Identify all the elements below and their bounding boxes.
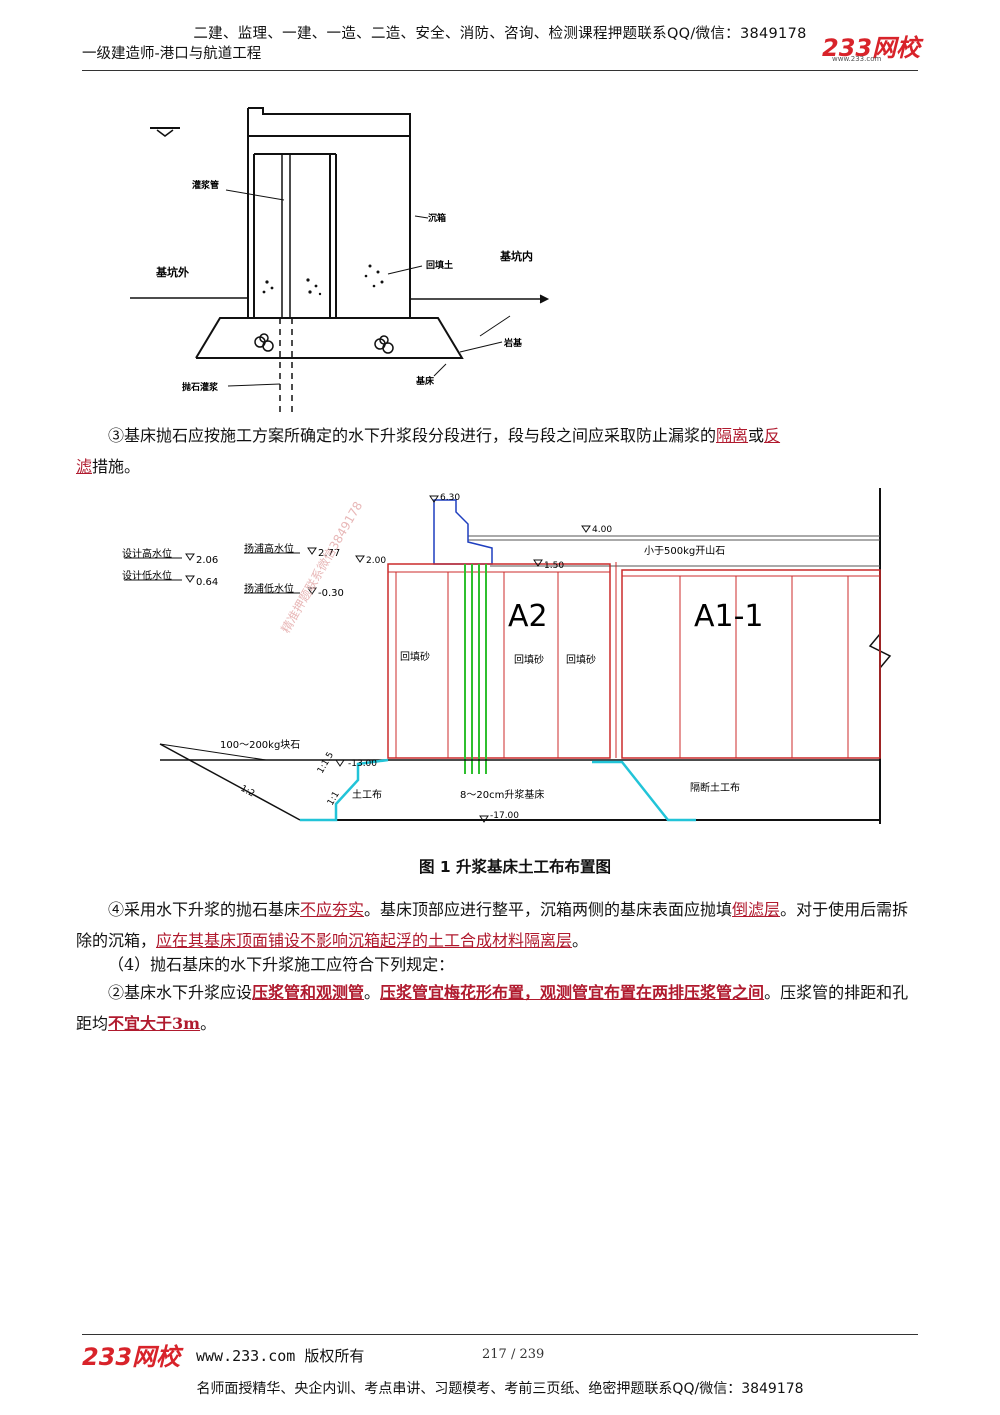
- label-sand-2: 回填砂: [514, 653, 544, 666]
- label-el-4: 4.00: [592, 525, 612, 535]
- label-el-15: 1.50: [544, 561, 564, 571]
- label-bed: 基床: [415, 375, 435, 387]
- figure-caption: 图 1 升浆基床土工布布置图: [418, 858, 612, 876]
- grout-bed-layout-figure: 设计高水位 2.06 设计低水位 0.64 扬浦高水位 2.77 扬浦低水位 -…: [122, 488, 892, 824]
- para4-highlight-isolation-layer: 应在其基床顶面铺设不影响沉箱起浮的土工合成材料隔离层: [156, 931, 573, 950]
- para6-text-a: ②基床水下升浆应设: [108, 983, 253, 1002]
- label-a2: A2: [508, 599, 548, 634]
- para5-text: （4）抛石基床的水下升浆施工应符合下列规定：: [108, 955, 455, 974]
- label-geotextile: 土工布: [352, 788, 382, 801]
- label-grout: 抛石灌浆: [182, 381, 219, 393]
- para6-highlight-pipes: 压浆管和观测管: [252, 983, 365, 1002]
- para4-highlight-filter-layer: 倒滤层: [732, 900, 781, 919]
- footer-contact-line: 名师面授精华、央企内训、考点串讲、习题模考、考前三页纸、绝密押题联系QQ/微信：…: [196, 1381, 804, 1397]
- label-block-stone: 100～200kg块石: [220, 739, 300, 751]
- label-rock: 岩基: [503, 337, 523, 349]
- para6-text-c: 。压浆管的排距和孔距均: [76, 983, 909, 1033]
- footer-page-number: 217 / 239: [482, 1347, 545, 1362]
- label-grout-bed: 8～20cm升浆基床: [460, 788, 544, 801]
- paragraph-rule4: （4）抛石基床的水下升浆施工应符合下列规定：: [76, 949, 918, 980]
- header-contact-line: 二建、监理、一建、一造、二造、安全、消防、咨询、检测课程押题联系QQ/微信：38…: [193, 26, 807, 42]
- label-design-low: 设计低水位: [122, 569, 172, 582]
- header-logo-url: www.233.com: [832, 55, 882, 63]
- label-design-high-val: 2.06: [196, 555, 218, 566]
- caisson-sketch-figure: 灌浆管 沉箱 基坑外 基坑内 回填土 岩基 基床 抛石灌浆: [130, 107, 550, 414]
- para6-highlight-spacing: 不宜大于3m: [108, 1014, 201, 1033]
- label-fill: 回填土: [426, 259, 453, 271]
- para3-highlight-filter-a: 反: [764, 426, 781, 445]
- label-slope-1-1: 1:1: [326, 790, 342, 808]
- label-sand-3: 回填砂: [566, 653, 596, 666]
- para3-text-b: 或: [748, 426, 765, 445]
- label-pipe: 灌浆管: [192, 179, 219, 191]
- label-a11: A1-1: [694, 599, 764, 634]
- label-inner: 基坑内: [499, 249, 533, 263]
- label-wave-high: 扬浦高水位: [244, 542, 294, 555]
- para4-text-d: 。: [572, 931, 589, 950]
- label-slope-1-2: 1:2: [239, 784, 256, 800]
- label-el-2: 2.00: [366, 556, 386, 566]
- para3-text-a: ③基床抛石应按施工方案所确定的水下升浆段分段进行，段与段之间应采取防止漏浆的: [108, 426, 717, 445]
- paragraph-step3: ③基床抛石应按施工方案所确定的水下升浆段分段进行，段与段之间应采取防止漏浆的隔离…: [76, 420, 918, 482]
- label-el-top: 6.30: [440, 493, 460, 503]
- label-design-high: 设计高水位: [122, 547, 172, 560]
- watermark-1: 精准押题联系微信3849178: [278, 499, 365, 635]
- label-isolation-geotextile: 隔断土工布: [690, 781, 740, 794]
- header-rule: [82, 70, 918, 71]
- label-design-low-val: 0.64: [196, 577, 218, 588]
- label-slope-1-15: 1:1.5: [316, 751, 336, 776]
- label-sand-1: 回填砂: [400, 650, 430, 663]
- label-outer: 基坑外: [155, 265, 189, 279]
- footer-rule: [82, 1334, 918, 1335]
- paragraph-step4: ④采用水下升浆的抛石基床不应夯实。基床顶部应进行整平，沉箱两侧的基床表面应抛填倒…: [76, 894, 918, 956]
- footer-logo: 233网校: [82, 1343, 181, 1371]
- para6-highlight-layout: 压浆管宜梅花形布置，观测管宜布置在两排压浆管之间: [380, 983, 765, 1002]
- paragraph-step2: ②基床水下升浆应设压浆管和观测管。压浆管宜梅花形布置，观测管宜布置在两排压浆管之…: [76, 977, 918, 1039]
- para3-highlight-isolation: 隔离: [716, 426, 749, 445]
- label-el-m13: -13.00: [348, 759, 377, 769]
- label-box: 沉箱: [428, 212, 446, 224]
- footer-site: www.233.com 版权所有: [196, 1347, 365, 1365]
- para3-highlight-filter-b: 滤: [76, 457, 93, 476]
- header-subtitle: 一级建造师-港口与航道工程: [82, 46, 262, 62]
- para6-text-d: 。: [200, 1014, 217, 1033]
- para6-text-b: 。: [364, 983, 381, 1002]
- para4-highlight-no-compact: 不应夯实: [300, 900, 365, 919]
- header-logo: 233网校: [822, 34, 921, 62]
- label-wave-low: 扬浦低水位: [244, 582, 294, 595]
- label-quarry-stone: 小于500kg开山石: [644, 545, 725, 557]
- para4-text-a: ④采用水下升浆的抛石基床: [108, 900, 301, 919]
- label-el-m17: -17.00: [490, 811, 519, 821]
- label-wave-low-val: -0.30: [318, 588, 344, 599]
- label-wave-high-val: 2.77: [318, 548, 340, 559]
- para4-text-c: 。对于使用后需拆除的沉箱，: [76, 900, 909, 950]
- para3-text-c: 措施。: [92, 457, 141, 476]
- para4-text-b: 。基床顶部应进行整平，沉箱两侧的基床表面应抛填: [364, 900, 733, 919]
